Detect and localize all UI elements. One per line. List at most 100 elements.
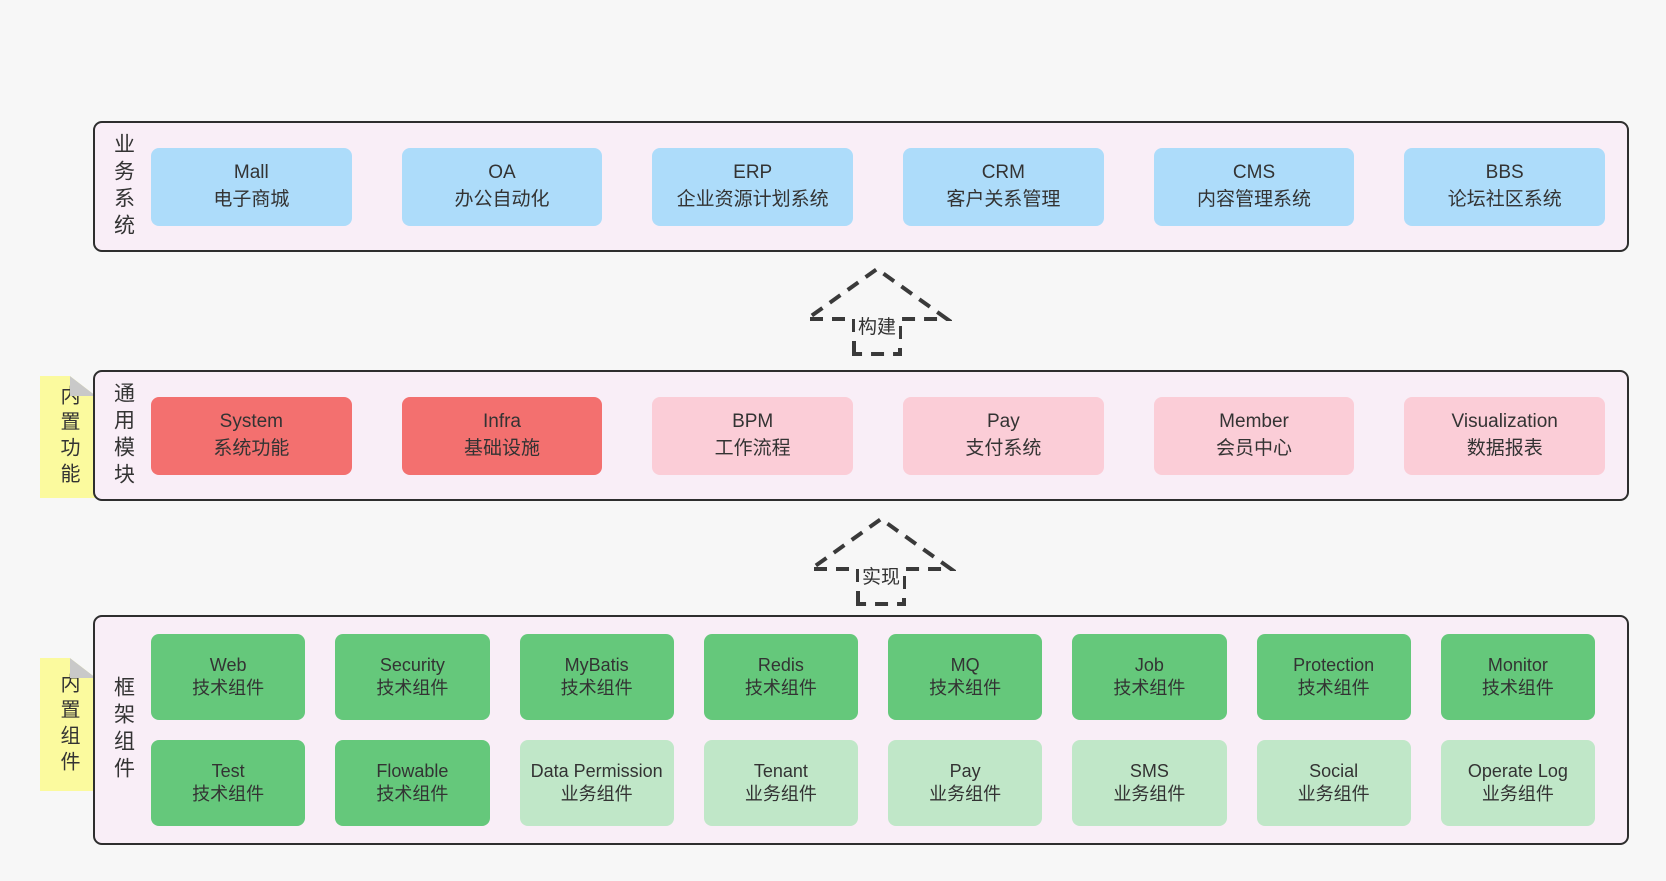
box-subtitle: 技术组件 [560, 678, 633, 698]
box-subtitle: 技术组件 [376, 678, 449, 698]
box-title: SMS [1129, 760, 1169, 781]
box-subtitle: 技术组件 [1481, 678, 1554, 698]
box-social: Social 业务组件 [1256, 740, 1411, 826]
box-subtitle: 技术组件 [376, 784, 449, 804]
framework-components-panel: 框架组件 Web 技术组件 Security 技术组件 MyBatis 技术组件… [93, 615, 1629, 845]
business-systems-label: 业务系统 [95, 133, 151, 241]
box-title: Job [1134, 654, 1164, 675]
box-subtitle: 业务组件 [560, 784, 633, 804]
panel-label-text: 框架组件 [111, 676, 135, 784]
box-bbs: BBS 论坛社区系统 [1404, 147, 1606, 226]
box-title: Web [209, 654, 247, 675]
built-in-components-sticky: 内置组件 [40, 658, 96, 791]
up-arrow-icon [802, 266, 952, 356]
box-subtitle: 业务组件 [929, 784, 1002, 804]
box-visualization: Visualization 数据报表 [1404, 396, 1606, 475]
box-infra: Infra 基础设施 [401, 396, 603, 475]
box-pay-component: Pay 业务组件 [888, 740, 1043, 826]
box-title: CRM [981, 161, 1025, 183]
box-title: Monitor [1487, 654, 1548, 675]
box-subtitle: 基础设施 [464, 437, 541, 459]
box-data-permission: Data Permission 业务组件 [519, 740, 674, 826]
common-modules-panel: 通用模块 System 系统功能 Infra 基础设施 BPM 工作流程 Pay… [93, 370, 1629, 501]
box-subtitle: 技术组件 [1113, 678, 1186, 698]
box-redis: Redis 技术组件 [703, 634, 858, 720]
box-title: Visualization [1451, 410, 1558, 432]
box-subtitle: 业务组件 [1113, 784, 1186, 804]
box-title: Protection [1293, 654, 1375, 675]
box-subtitle: 技术组件 [929, 678, 1002, 698]
box-title: Mall [233, 161, 269, 183]
box-subtitle: 技术组件 [192, 678, 265, 698]
box-subtitle: 内容管理系统 [1197, 188, 1312, 210]
common-modules-row: System 系统功能 Infra 基础设施 BPM 工作流程 Pay 支付系统… [151, 396, 1606, 475]
box-subtitle: 会员中心 [1216, 437, 1293, 459]
box-security: Security 技术组件 [335, 634, 490, 720]
box-title: Infra [482, 410, 522, 432]
box-title: OA [488, 161, 516, 183]
box-protection: Protection 技术组件 [1256, 634, 1411, 720]
box-subtitle: 技术组件 [192, 784, 265, 804]
box-subtitle: 系统功能 [213, 437, 290, 459]
box-title: Test [211, 760, 245, 781]
box-subtitle: 业务组件 [1481, 784, 1554, 804]
box-erp: ERP 企业资源计划系统 [652, 147, 854, 226]
box-subtitle: 办公自动化 [454, 188, 550, 210]
panel-label-text: 通用模块 [111, 381, 135, 490]
box-system: System 系统功能 [151, 396, 352, 475]
up-arrow-icon [806, 516, 956, 606]
box-title: Flowable [376, 760, 449, 781]
box-subtitle: 论坛社区系统 [1447, 188, 1562, 210]
box-member: Member 会员中心 [1153, 396, 1355, 475]
box-title: MQ [950, 654, 980, 675]
box-title: System [219, 410, 284, 432]
business-systems-panel: 业务系统 Mall 电子商城 OA 办公自动化 ERP 企业资源计划系统 CRM… [93, 121, 1629, 252]
box-subtitle: 工作流程 [714, 437, 791, 459]
box-mall: Mall 电子商城 [151, 147, 352, 226]
sticky-label-text: 内置组件 [57, 672, 79, 777]
box-bpm: BPM 工作流程 [652, 396, 854, 475]
box-crm: CRM 客户关系管理 [903, 147, 1104, 226]
box-mq: MQ 技术组件 [888, 634, 1043, 720]
box-sms: SMS 业务组件 [1072, 740, 1227, 826]
sticky-label-text: 内置功能 [57, 385, 79, 489]
box-subtitle: 技术组件 [744, 678, 817, 698]
common-modules-label: 通用模块 [95, 382, 151, 490]
box-test: Test 技术组件 [151, 740, 306, 826]
box-subtitle: 数据报表 [1466, 437, 1543, 459]
box-title: Security [379, 654, 445, 675]
box-pay: Pay 支付系统 [903, 396, 1104, 475]
build-arrow-label: 构建 [854, 312, 900, 339]
box-monitor: Monitor 技术组件 [1440, 634, 1595, 720]
build-arrow-icon: 构建 [802, 262, 952, 358]
box-title: BBS [1485, 161, 1524, 183]
box-title: Data Permission [530, 760, 663, 781]
box-operate-log: Operate Log 业务组件 [1440, 740, 1595, 826]
box-subtitle: 客户关系管理 [946, 188, 1061, 210]
box-subtitle: 电子商城 [213, 188, 290, 210]
business-systems-row: Mall 电子商城 OA 办公自动化 ERP 企业资源计划系统 CRM 客户关系… [151, 147, 1606, 226]
framework-components-label: 框架组件 [95, 676, 151, 784]
box-subtitle: 业务组件 [1297, 784, 1370, 804]
box-title: MyBatis [564, 654, 629, 675]
box-job: Job 技术组件 [1072, 634, 1227, 720]
box-web: Web 技术组件 [151, 634, 306, 720]
box-subtitle: 业务组件 [744, 784, 817, 804]
box-cms: CMS 内容管理系统 [1153, 147, 1355, 226]
box-subtitle: 技术组件 [1297, 678, 1370, 698]
box-subtitle: 支付系统 [965, 437, 1042, 459]
box-title: Social [1309, 760, 1359, 781]
box-oa: OA 办公自动化 [401, 147, 603, 226]
box-title: Operate Log [1467, 760, 1568, 781]
box-mybatis: MyBatis 技术组件 [519, 634, 674, 720]
box-title: Member [1219, 410, 1289, 432]
box-title: Pay [949, 760, 981, 781]
box-title: Pay [986, 410, 1020, 432]
implement-arrow-label: 实现 [858, 562, 904, 589]
box-title: Redis [757, 654, 804, 675]
framework-components-grid: Web 技术组件 Security 技术组件 MyBatis 技术组件 Redi… [151, 634, 1595, 826]
box-subtitle: 企业资源计划系统 [676, 188, 829, 210]
box-title: BPM [732, 410, 774, 432]
panel-label-text: 业务系统 [111, 132, 135, 241]
